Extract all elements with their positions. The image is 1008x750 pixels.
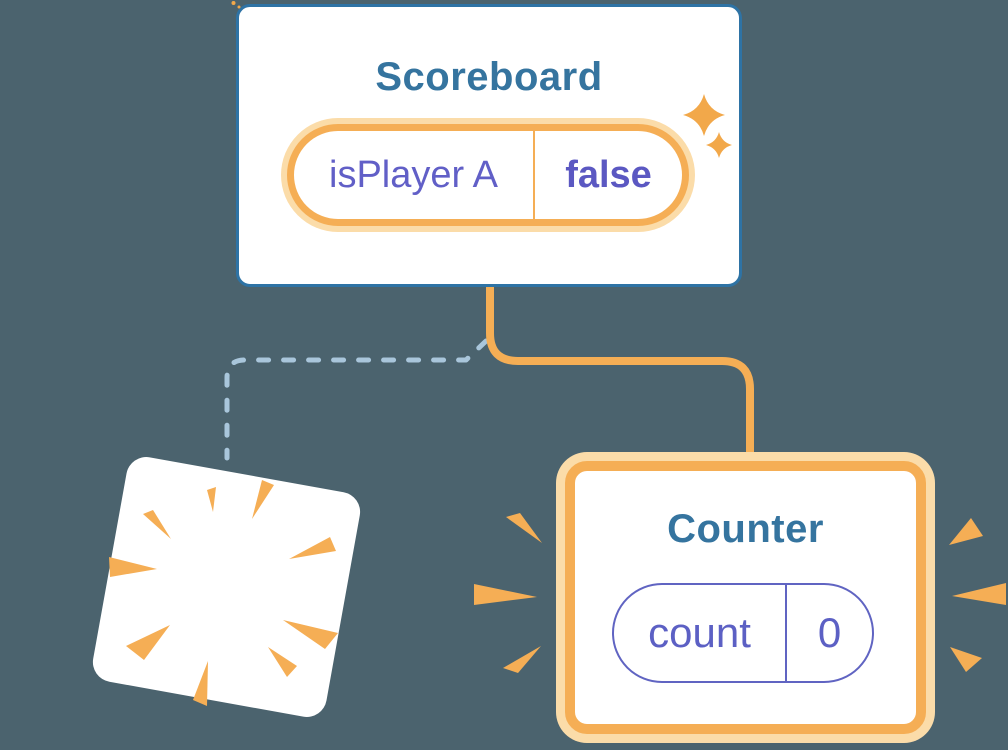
connector-solid-edge [486,284,754,458]
connector-dashed-edge [224,338,489,461]
state-value-cell: false [535,131,682,219]
state-key: count [648,609,751,656]
scoreboard-node: Scoreboard isPlayer A false [236,4,742,287]
counter-state-pill: count 0 [612,583,874,683]
state-key: isPlayer A [329,153,498,196]
scoreboard-state-pill: isPlayer A false [287,124,689,226]
scoreboard-title: Scoreboard [375,55,603,99]
state-value-cell: 0 [787,585,872,681]
state-key-cell: count [614,585,785,681]
pill-divider [785,585,787,681]
state-value: false [565,153,652,196]
state-key-cell: isPlayer A [294,131,533,219]
counter-title: Counter [667,507,824,551]
state-value: 0 [817,609,842,656]
pill-divider [533,131,535,219]
poof-icon [92,457,361,717]
counter-node: Counter count 0 [565,461,926,734]
